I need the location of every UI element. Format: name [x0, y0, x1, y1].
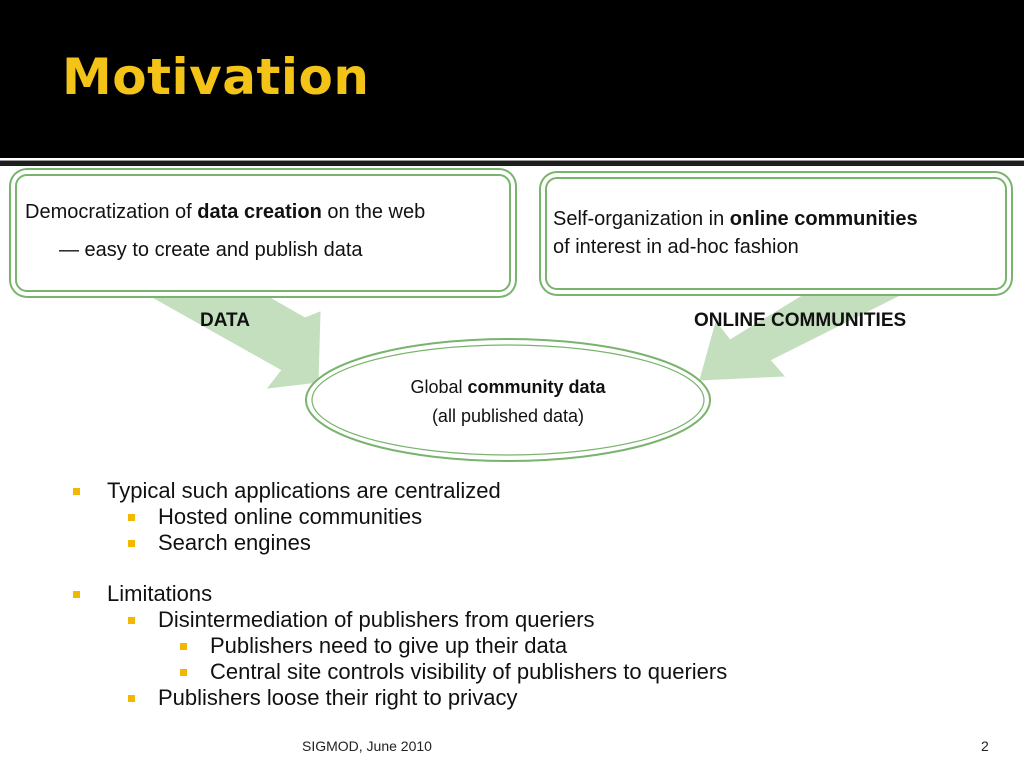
community-data-pre: Global: [410, 377, 468, 397]
bullet-item: Central site controls visibility of publ…: [180, 659, 728, 685]
header-divider: [0, 160, 1024, 166]
bullet-square-icon: [73, 591, 80, 598]
data-creation-bold: data creation: [197, 201, 322, 223]
data-creation-post: on the web: [321, 201, 426, 223]
online-communities-line-1: Self-organization in online communities: [553, 205, 918, 233]
slide-number: 2: [981, 738, 989, 754]
data-creation-pre: Democratization of: [25, 201, 198, 223]
bullet-square-icon: [128, 540, 135, 547]
bullet-item: Disintermediation of publishers from que…: [128, 607, 595, 633]
data-creation-detail: easy to create and publish data: [79, 239, 363, 261]
community-data-line-2: (all published data): [431, 406, 585, 426]
bullet-item: Publishers need to give up their data: [180, 633, 568, 659]
bullet-text: Limitations: [107, 581, 213, 606]
community-data-bold: community data: [467, 377, 606, 397]
bullet-text: Central site controls visibility of publ…: [210, 659, 728, 684]
bullet-square-icon: [128, 617, 135, 624]
bullet-item: Hosted online communities: [128, 504, 423, 530]
dash-mark: —: [59, 239, 79, 261]
bullet-text: Search engines: [158, 530, 311, 555]
communities-arrow: [699, 289, 907, 381]
community-data-oval-inner: [311, 344, 705, 456]
data-creation-line-2: — easy to create and publish data: [59, 236, 363, 264]
footer-venue: SIGMOD, June 2010: [302, 738, 432, 754]
community-data-oval: [305, 338, 711, 462]
bullet-square-icon: [128, 514, 135, 521]
bullet-text: Publishers need to give up their data: [210, 633, 568, 658]
online-communities-bold: online communities: [729, 208, 918, 230]
bullet-square-icon: [73, 488, 80, 495]
online-communities-box: Self-organization in online communities …: [545, 177, 1007, 290]
online-communities-label: ONLINE COMMUNITIES: [694, 310, 907, 331]
bullet-item: Search engines: [128, 530, 311, 556]
community-data-text: Global community data (all published dat…: [310, 373, 706, 431]
data-creation-line-1: Democratization of data creation on the …: [25, 198, 425, 226]
bullet-item: Limitations: [73, 581, 213, 607]
slide-title: Motivation: [62, 48, 370, 106]
online-communities-pre: Self-organization in: [553, 208, 730, 230]
bullet-square-icon: [180, 643, 187, 650]
bullet-text: Typical such applications are centralize…: [107, 478, 501, 503]
bullet-text: Hosted online communities: [158, 504, 423, 529]
bullet-item: Typical such applications are centralize…: [73, 478, 501, 504]
bullet-text: Publishers loose their right to privacy: [158, 685, 518, 710]
bullet-square-icon: [180, 669, 187, 676]
bullet-square-icon: [128, 695, 135, 702]
data-arrow: [138, 289, 321, 389]
bullet-text: Disintermediation of publishers from que…: [158, 607, 595, 632]
title-bar: Motivation: [0, 0, 1024, 158]
online-communities-line-2: of interest in ad-hoc fashion: [553, 236, 799, 258]
data-label: DATA: [200, 310, 250, 331]
bullet-item: Publishers loose their right to privacy: [128, 685, 518, 711]
data-creation-box: Democratization of data creation on the …: [15, 174, 511, 292]
community-data-line-1: Global community data: [310, 373, 706, 402]
